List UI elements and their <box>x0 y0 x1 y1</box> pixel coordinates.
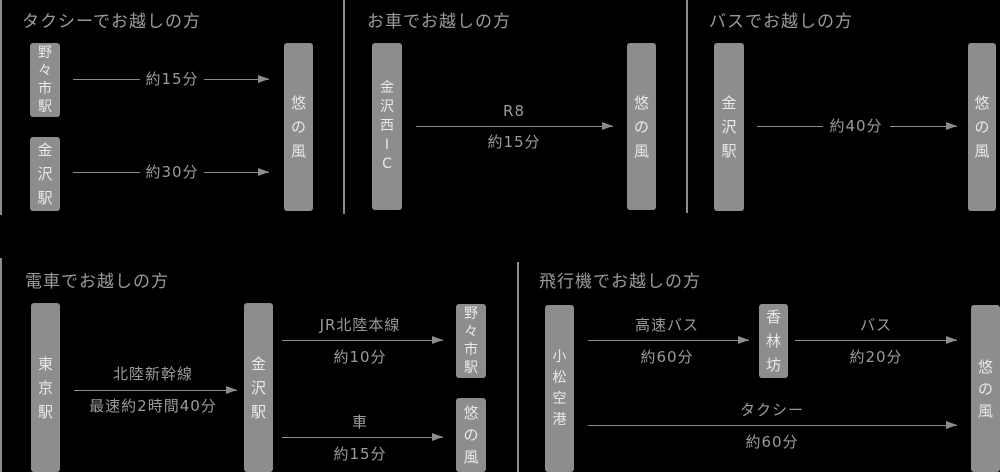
route-via-label: 高速バス <box>634 316 700 334</box>
node-kanazawa-station: 金 沢 駅 <box>244 303 273 472</box>
route-time-label: 約10分 <box>333 348 387 366</box>
route-arrow <box>204 75 269 83</box>
section-divider <box>517 262 519 472</box>
route-via-label: R8 <box>503 102 525 120</box>
route-time-label: 約20分 <box>849 348 903 366</box>
route-arrow <box>416 122 613 130</box>
section-title-train: 電車でお越しの方 <box>25 272 169 292</box>
route-arrow <box>588 421 957 429</box>
route-time-label: 約15分 <box>487 133 541 151</box>
section-title-taxi: タクシーでお越しの方 <box>22 12 201 32</box>
section-divider <box>686 0 688 213</box>
route-time-label: 最速約2時間40分 <box>89 397 217 415</box>
route-arrow <box>204 168 269 176</box>
route-time-label: 約40分 <box>829 117 883 135</box>
route-arrow <box>588 336 749 344</box>
route-arrow <box>73 172 140 173</box>
section-title-airplane: 飛行機でお越しの方 <box>539 272 701 292</box>
route-via-label: バス <box>859 316 893 334</box>
section-divider <box>0 258 2 472</box>
route-via-label: タクシー <box>739 401 805 419</box>
node-kanazawa-station: 金 沢 駅 <box>714 43 744 211</box>
route-time-label: 約60分 <box>640 348 694 366</box>
node-yunokaze: 悠 の 風 <box>627 43 656 210</box>
node-korinbo: 香 林 坊 <box>759 304 788 378</box>
node-yunokaze: 悠 の 風 <box>284 43 313 211</box>
route-arrow <box>282 433 443 441</box>
route-arrow <box>73 79 140 80</box>
node-komatsu-airport: 小 松 空 港 <box>545 305 574 472</box>
node-tokyo-station: 東 京 駅 <box>31 303 60 472</box>
node-yunokaze: 悠 の 風 <box>456 398 486 472</box>
route-time-label: 約15分 <box>145 70 199 88</box>
route-time-label: 約60分 <box>745 433 799 451</box>
route-arrow <box>795 336 957 344</box>
node-nonoichi-station: 野 々 市 駅 <box>30 43 60 117</box>
route-arrow <box>757 126 823 127</box>
section-title-bus: バスでお越しの方 <box>709 12 853 32</box>
route-via-label: JR北陸本線 <box>319 316 401 334</box>
node-nonoichi-station: 野 々 市 駅 <box>456 304 486 378</box>
route-arrow <box>890 122 957 130</box>
route-via-label: 車 <box>351 413 369 431</box>
route-time-label: 約30分 <box>145 163 199 181</box>
node-yunokaze: 悠 の 風 <box>971 305 1000 472</box>
route-arrow <box>282 336 443 344</box>
node-kanazawa-nishi-ic: 金 沢 西 I C <box>372 43 402 210</box>
route-arrow <box>74 386 237 394</box>
route-via-label: 北陸新幹線 <box>112 365 194 383</box>
node-kanazawa-station: 金 沢 駅 <box>30 137 60 211</box>
route-time-label: 約15分 <box>333 445 387 463</box>
node-yunokaze: 悠 の 風 <box>968 43 996 211</box>
section-divider <box>0 0 2 215</box>
section-divider <box>343 0 345 214</box>
section-title-car: お車でお越しの方 <box>367 12 511 32</box>
